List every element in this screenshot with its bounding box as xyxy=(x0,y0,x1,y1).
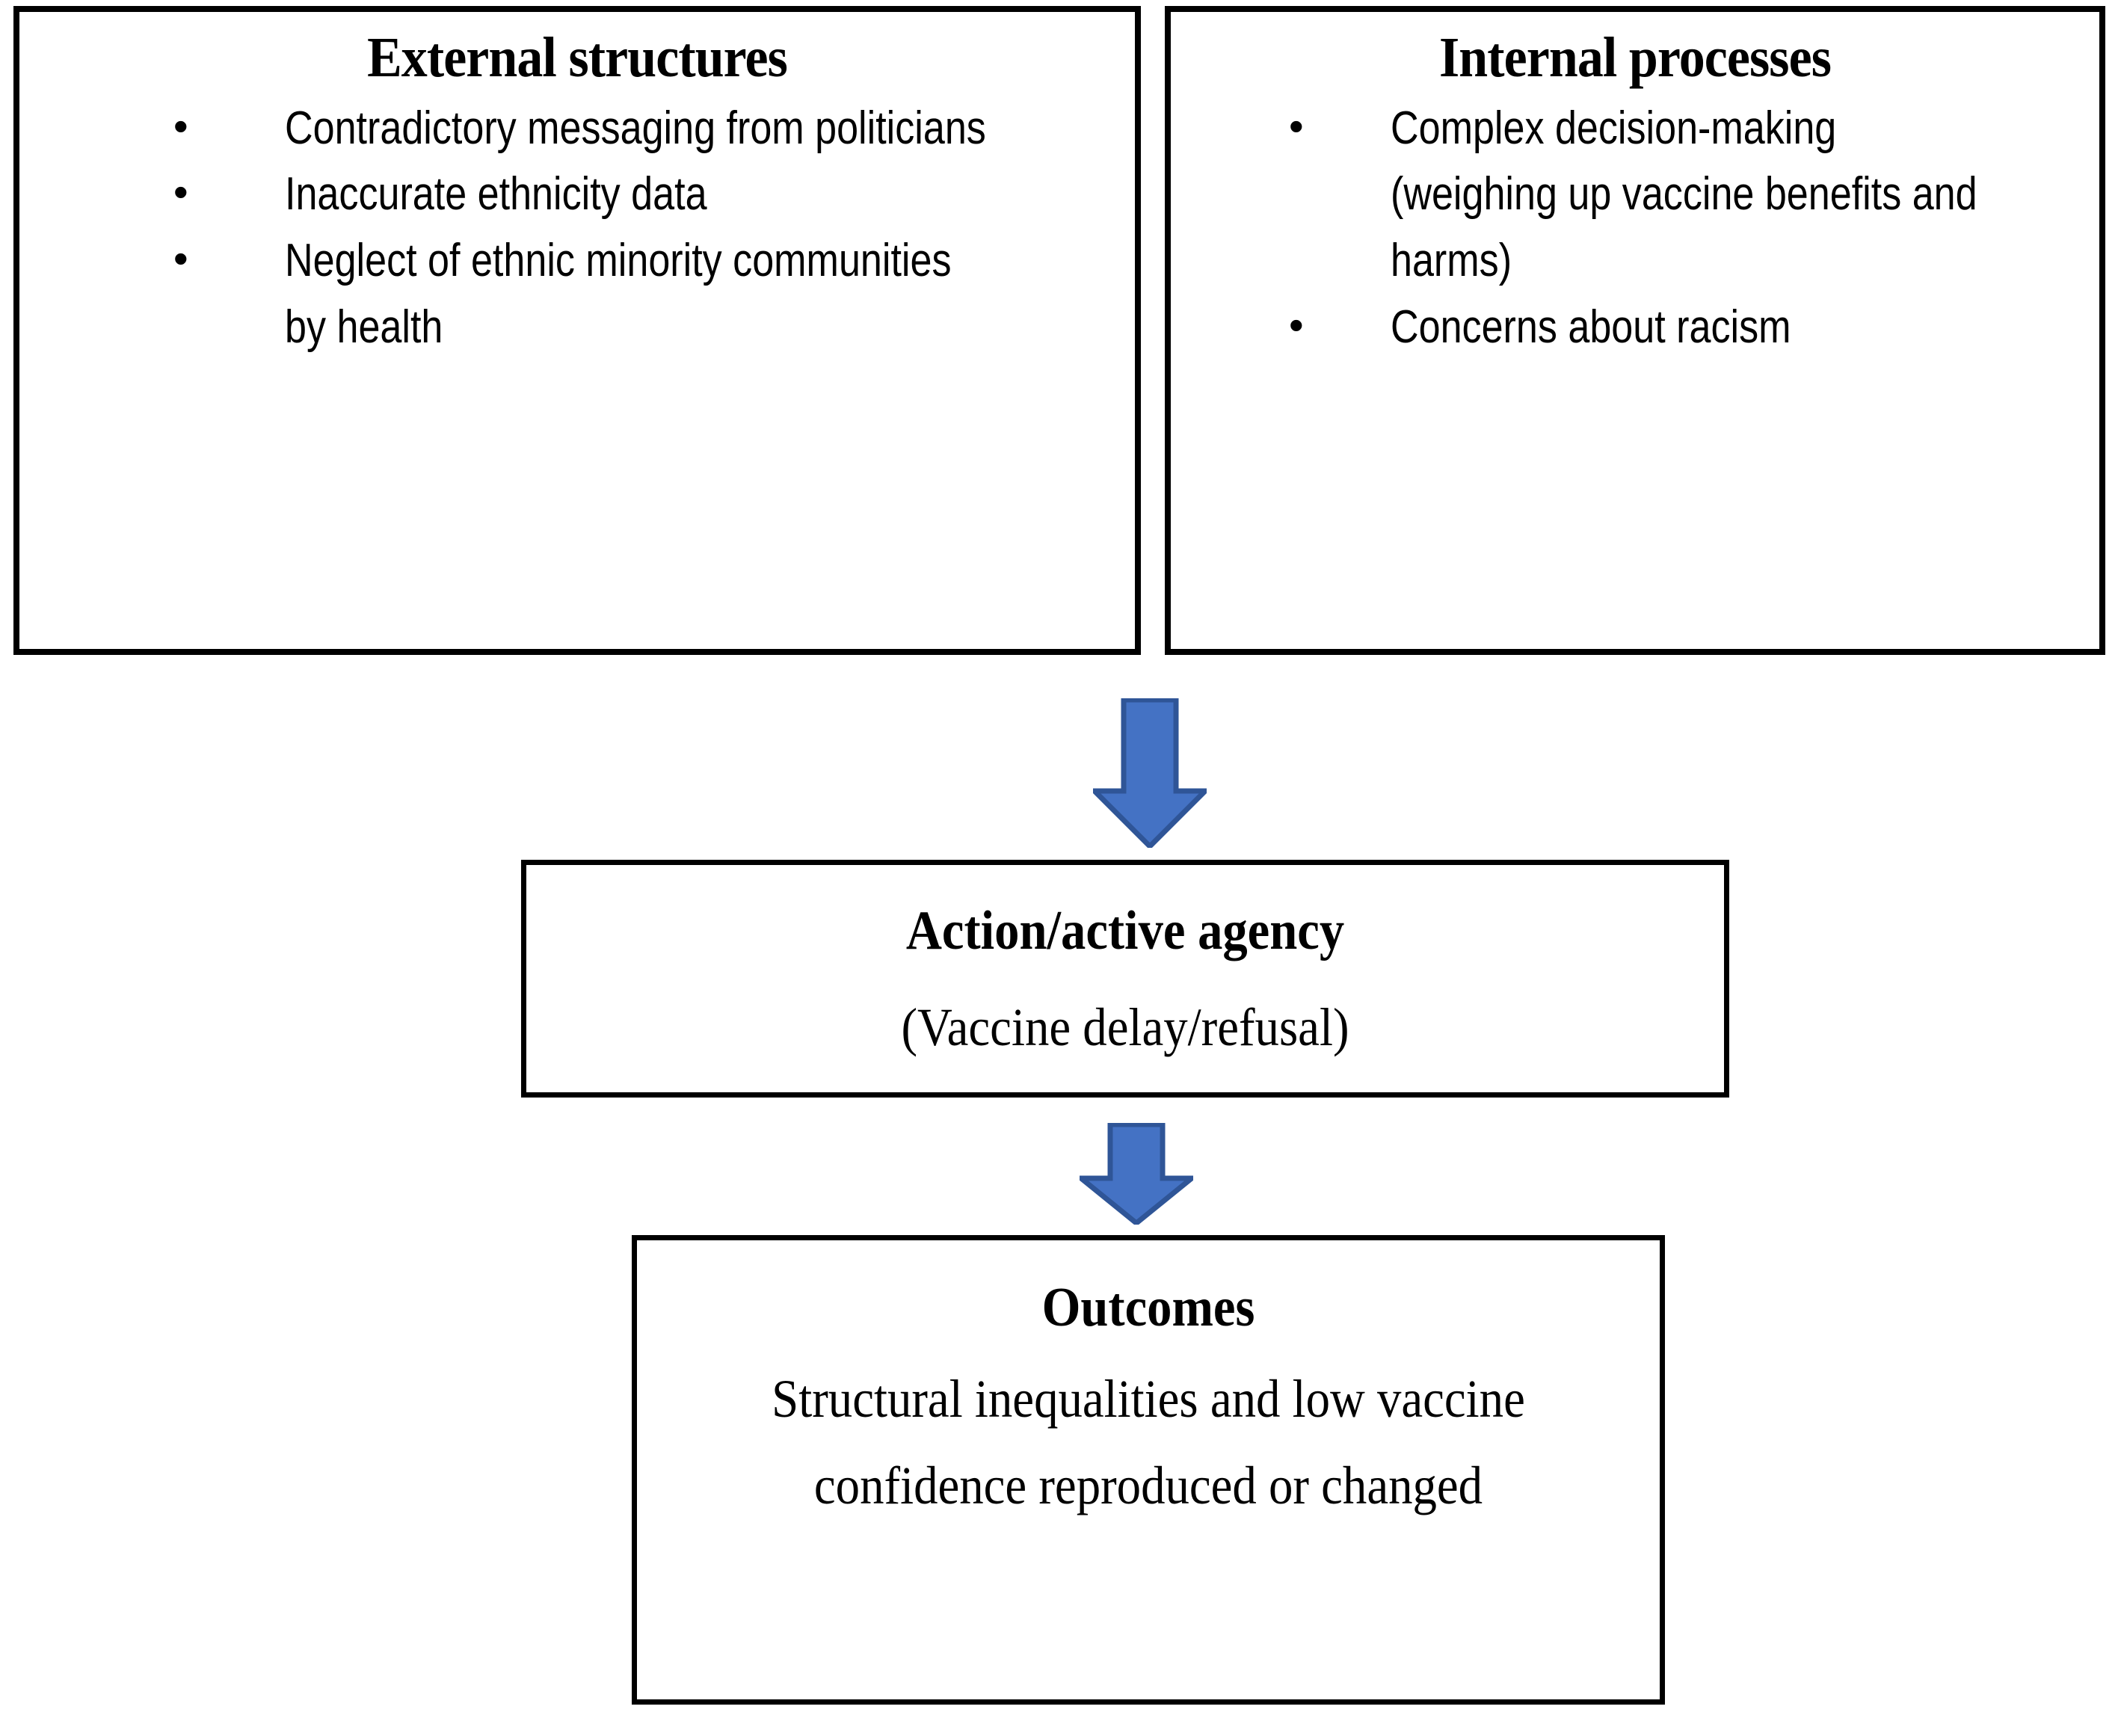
arrow-action-to-outcomes-icon xyxy=(1080,1123,1193,1225)
list-item: Neglect of ethnic minority communities b… xyxy=(19,228,1135,360)
action-active-agency-box: Action/active agency (Vaccine delay/refu… xyxy=(521,860,1729,1098)
outcomes-title: Outcomes xyxy=(1041,1277,1255,1338)
action-active-agency-subtitle: (Vaccine delay/refusal) xyxy=(901,997,1349,1057)
list-item-label: Neglect of ethnic minority communities b… xyxy=(285,235,952,353)
bullet-icon xyxy=(1289,295,1308,355)
external-structures-box: External structures Contradictory messag… xyxy=(13,6,1141,655)
list-item: Complex decision-making (weighing up vac… xyxy=(1171,96,2099,295)
bullet-icon xyxy=(1289,96,1308,156)
bullet-icon xyxy=(173,228,193,289)
external-structures-title: External structures xyxy=(367,26,788,89)
list-item: Inaccurate ethnicity data xyxy=(19,161,1135,228)
outcomes-body-text: Structural inequalities and low vaccine … xyxy=(772,1368,1525,1516)
list-item: Concerns about racism xyxy=(1171,295,2099,361)
internal-processes-list: Complex decision-making (weighing up vac… xyxy=(1171,96,2099,361)
list-item-label: Complex decision-making (weighing up vac… xyxy=(1391,102,1977,287)
list-item-label: Concerns about racism xyxy=(1391,301,1791,353)
bullet-icon xyxy=(173,161,193,222)
internal-processes-title: Internal processes xyxy=(1439,26,1832,89)
action-active-agency-title: Action/active agency xyxy=(905,900,1345,961)
internal-processes-box: Internal processes Complex decision-maki… xyxy=(1165,6,2105,655)
arrow-structures-to-action-icon xyxy=(1093,698,1207,848)
list-item: Contradictory messaging from politicians xyxy=(19,96,1135,162)
external-structures-list: Contradictory messaging from politicians… xyxy=(19,96,1135,361)
list-item-label: Contradictory messaging from politicians xyxy=(285,102,986,154)
bullet-icon xyxy=(173,96,193,156)
list-item-label: Inaccurate ethnicity data xyxy=(285,168,707,221)
outcomes-box: Outcomes Structural inequalities and low… xyxy=(632,1235,1665,1705)
